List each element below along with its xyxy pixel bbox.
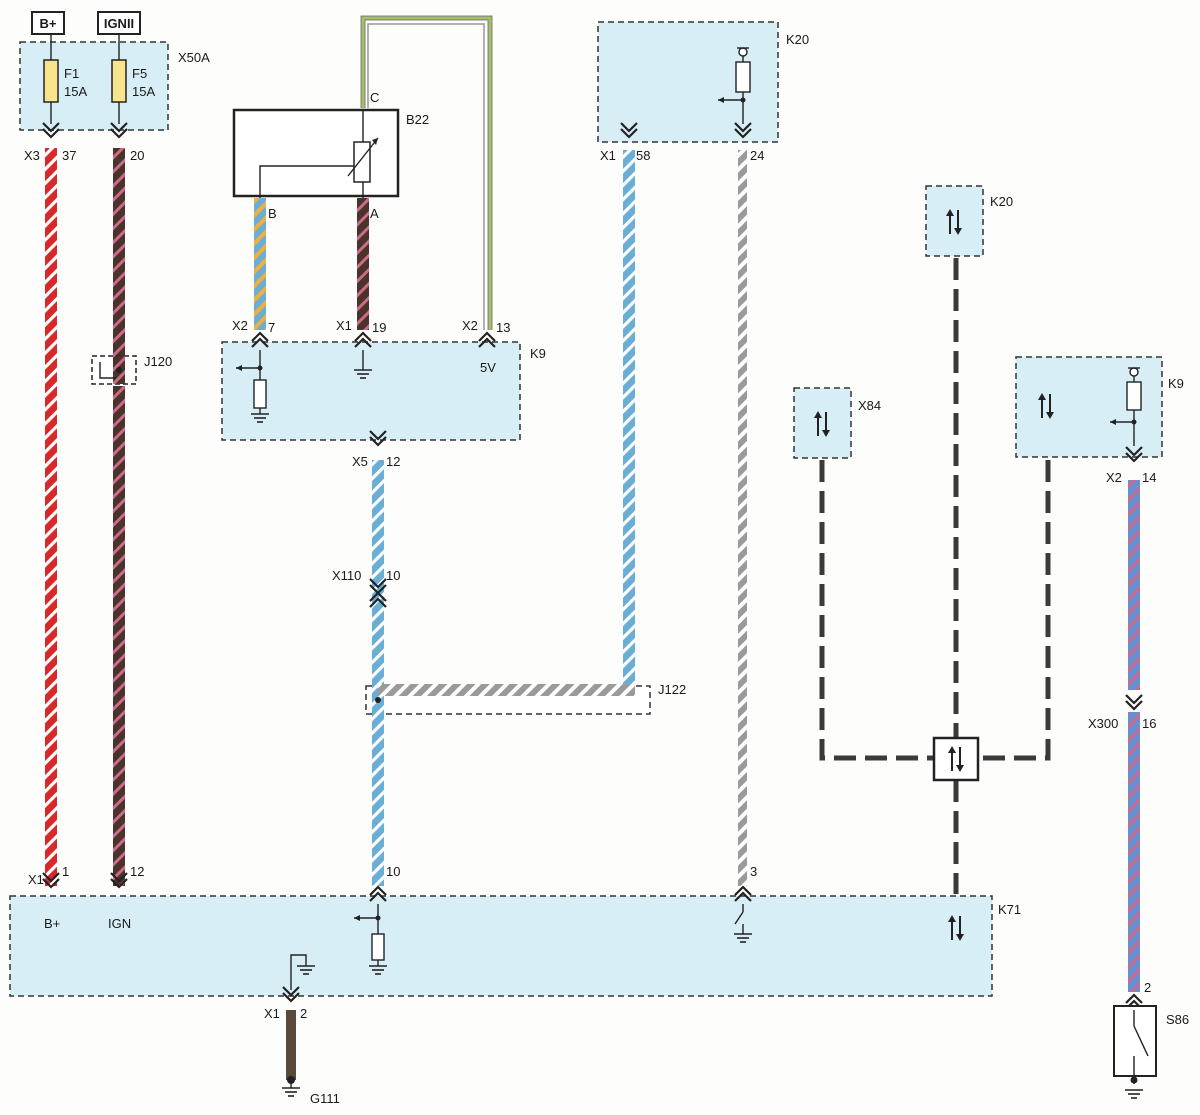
wire-pinkblue-upper [1128, 480, 1140, 690]
wire-blue-k9-k71 [372, 460, 384, 886]
bus-x84 [819, 460, 934, 761]
k71-name: K71 [998, 902, 1021, 917]
splice-dot [116, 367, 122, 373]
k20-top-name: K20 [786, 32, 809, 47]
x110-pin: 10 [386, 568, 400, 583]
bus-junction-box [932, 736, 980, 782]
pin-number: 20 [130, 148, 144, 163]
connector-pin [1124, 693, 1144, 711]
module-k71 [9, 895, 993, 997]
fuse-f5-rating: 15A [132, 84, 155, 99]
wire-b22-a [357, 198, 369, 330]
pin-conn: X2 [462, 318, 478, 333]
sensor-name: B22 [406, 112, 429, 127]
sensor-b22-box [232, 108, 400, 198]
pin-number: 7 [268, 320, 275, 335]
bplus-label: B+ [40, 16, 57, 31]
x84-name: X84 [858, 398, 881, 413]
wire-brown-ign-lower [113, 386, 125, 886]
k9-top-name: K9 [530, 346, 546, 361]
pin-number: 58 [636, 148, 650, 163]
pin-conn: X1 [336, 318, 352, 333]
pin-number: 14 [1142, 470, 1156, 485]
pin-conn: X3 [24, 148, 40, 163]
pin-number: 2 [300, 1006, 307, 1021]
splice-j120-label: J120 [144, 354, 172, 369]
pin-number: 12 [130, 864, 144, 879]
ign-label: IGNII [104, 16, 134, 31]
module-k9-top [221, 341, 521, 441]
splice-j122-label: J122 [658, 682, 686, 697]
switch-s86-label: S86 [1166, 1012, 1189, 1027]
thermistor-icon [353, 141, 371, 183]
switch-icon [1133, 1025, 1149, 1057]
pin-number: 19 [372, 320, 386, 335]
pin-number: 3 [750, 864, 757, 879]
pin-number: 12 [386, 454, 400, 469]
fuse-icon [111, 59, 127, 103]
pin-conn: X1 [264, 1006, 280, 1021]
fuse-f1-label: F1 [64, 66, 79, 81]
wire-ground-g111 [286, 1010, 296, 1080]
resistor-icon [253, 379, 267, 409]
pin-number: 37 [62, 148, 76, 163]
k9-volt-label: 5V [480, 360, 496, 375]
k9-right-name: K9 [1168, 376, 1184, 391]
wire-b22-b [254, 198, 266, 330]
switch-icon [734, 911, 744, 925]
fusebox-name: X50A [178, 50, 210, 65]
wire-b22-c-pair [367, 23, 485, 330]
ground-icon [281, 1087, 301, 1097]
resistor-icon [1126, 381, 1142, 411]
pin-conn: X5 [352, 454, 368, 469]
wire-pinkblue-lower [1128, 712, 1140, 992]
x300-pin: 16 [1142, 716, 1156, 731]
wire-red-bplus [45, 148, 57, 886]
bus-k9-right [980, 460, 1051, 761]
x110-conn: X110 [332, 568, 361, 583]
resistor-icon [735, 61, 751, 93]
bplus-box [31, 11, 65, 35]
connector-x84 [793, 387, 852, 459]
ground-g111-label: G111 [310, 1091, 340, 1106]
wire-grey-k20-24 [738, 150, 747, 886]
s86-pin: 2 [1144, 980, 1151, 995]
wire-blue-k20-58 [623, 150, 635, 690]
pin-number: 13 [496, 320, 510, 335]
pin-number: 10 [386, 864, 400, 879]
pin-conn: X2 [232, 318, 248, 333]
wire-brown-ign-upper [113, 148, 125, 358]
pin-conn: X1 [28, 872, 44, 887]
pin-conn: X1 [600, 148, 616, 163]
pin-number: 1 [62, 864, 69, 879]
wire-j122-horizontal [378, 684, 635, 696]
module-k20-small [925, 185, 984, 257]
fuse-f1-rating: 15A [64, 84, 87, 99]
fuse-f5-label: F5 [132, 66, 147, 81]
wire-b22-c-inner [361, 16, 492, 330]
ground-icon [1124, 1089, 1144, 1099]
k71-inner-bplus: B+ [44, 916, 60, 931]
sensor-term-b: B [268, 206, 277, 221]
resistor-icon [371, 933, 385, 961]
fuse-icon [43, 59, 59, 103]
switch-s86-box [1113, 1005, 1157, 1077]
k20-small-name: K20 [990, 194, 1013, 209]
sensor-term-c: C [370, 90, 379, 105]
splice-dot [375, 697, 381, 703]
sensor-term-a: A [370, 206, 379, 221]
pin-number: 24 [750, 148, 764, 163]
x300-conn: X300 [1088, 716, 1118, 731]
k71-inner-ign: IGN [108, 916, 131, 931]
pin-conn: X2 [1106, 470, 1122, 485]
